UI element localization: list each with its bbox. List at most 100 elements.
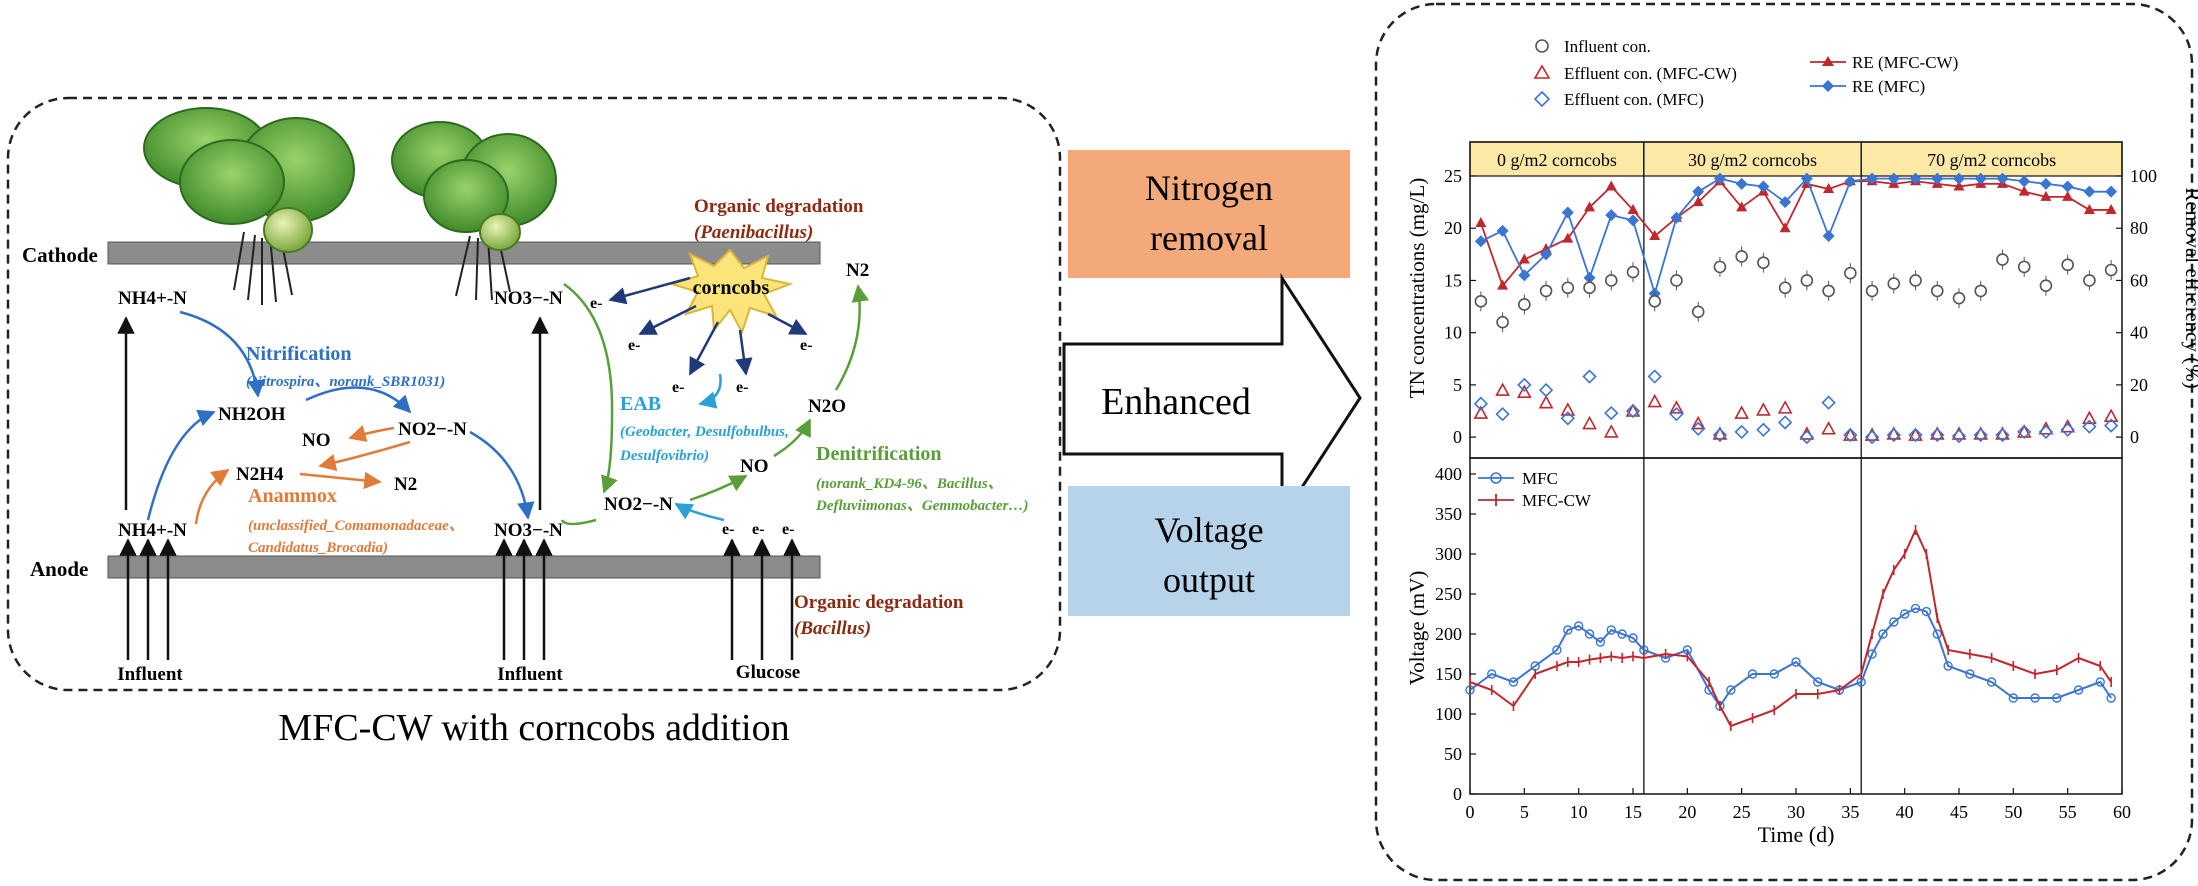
denitrification-bacteria-2: Defluviimonas、Gemmobacter…) — [815, 498, 1028, 514]
series-point — [1822, 230, 1835, 243]
effluent-mfc-point — [1582, 369, 1597, 384]
top-y-axis-label: TN concentrations (mg/L) — [1405, 178, 1429, 398]
effluent-mfccw-point — [1995, 426, 2010, 440]
voltage-point — [1813, 677, 1823, 687]
effluent-mfc-point — [1995, 427, 2010, 443]
influent-arrows — [117, 316, 801, 660]
influent-point — [1691, 305, 1705, 319]
voltage-line — [1469, 527, 2112, 728]
effluent-mfc-point — [1973, 427, 1988, 443]
influent-point — [1604, 274, 1618, 287]
legend-mfc-label: MFC — [1522, 469, 1558, 488]
anammox-bacteria-2: Candidatus_Brocadia) — [248, 540, 388, 556]
voltage-legend: MFC MFC-CW — [1478, 469, 1592, 510]
y-tick-label: 0 — [1453, 427, 1462, 447]
y2-tick-label: 40 — [2130, 323, 2148, 343]
voltage-point — [2073, 685, 2084, 695]
voltage-point — [1921, 606, 1932, 617]
legend-mfc-marker — [1490, 472, 1502, 484]
effluent-mfccw-point — [2016, 424, 2032, 438]
voltage-point — [1628, 633, 1638, 643]
legend-re-mfccw-label: RE (MFC-CW) — [1852, 53, 1958, 72]
y-tick-label: 15 — [1444, 270, 1462, 290]
influent-point — [1626, 265, 1640, 279]
voltage-point — [1508, 677, 1519, 687]
y2-tick-label: 0 — [2130, 427, 2139, 447]
effluent-mfccw-point — [2038, 421, 2054, 435]
eab-bacteria-2: Desulfovibrio) — [619, 448, 709, 464]
voltage-point — [1791, 657, 1801, 667]
influent-point — [1474, 295, 1488, 308]
effluent-mfc-point — [1908, 427, 1923, 443]
corncobs-label: corncobs — [693, 277, 770, 299]
series-point — [2105, 203, 2117, 214]
enhanced-label: Enhanced — [1101, 381, 1251, 423]
effluent-mfccw-point — [1821, 421, 1836, 435]
effluent-mfccw-point — [1842, 427, 1858, 441]
influent-left-label: Influent — [117, 664, 183, 685]
effluent-mfc-point — [1691, 421, 1706, 436]
anode-electrode — [107, 555, 821, 579]
organic-degradation-bottom-label: Organic degradation — [794, 592, 964, 613]
electron-7: e- — [752, 521, 764, 538]
no-right-label: NO — [740, 456, 769, 477]
x-tick-label: 40 — [1896, 802, 1914, 822]
influent-point — [1670, 274, 1683, 287]
y-tick-label: 400 — [1435, 464, 1462, 484]
pathway-arrows — [146, 282, 869, 526]
voltage-point — [1899, 609, 1910, 619]
series-point — [1953, 172, 1965, 185]
effluent-mfccw-point — [1973, 426, 1989, 440]
voltage-point — [1965, 669, 1975, 679]
anode-label: Anode — [30, 557, 88, 581]
series-point — [1562, 232, 1574, 243]
effluent-mfc-point — [1517, 377, 1532, 393]
nitrification-label: Nitrification — [246, 343, 352, 365]
effluent-mfc-point — [1538, 382, 1554, 398]
effluent-mfccw-point — [1929, 426, 1945, 440]
enhanced-arrow-icon — [1062, 272, 1362, 524]
y-tick-label: 0 — [1453, 784, 1462, 804]
eab-label: EAB — [620, 393, 661, 415]
nh4-top-label: NH4+-N — [118, 288, 187, 309]
voltage-point — [2030, 693, 2040, 703]
series-point — [2018, 175, 2031, 188]
glucose-label: Glucose — [736, 662, 800, 683]
series-point — [1692, 196, 1704, 207]
influent-point — [1778, 281, 1792, 295]
series-point — [1692, 185, 1705, 198]
effluent-mfccw-point — [2082, 410, 2097, 425]
voltage-point — [1910, 603, 1921, 614]
x-tick-label: 45 — [1950, 802, 1968, 822]
left-schematic-panel: Cathode Anode NH4+-N NH4+-N NO3−-N NO3−-… — [6, 96, 1062, 749]
no3-top-label: NO3−-N — [494, 288, 563, 309]
series-point — [1735, 177, 1748, 190]
denitrification-label: Denitrification — [816, 443, 942, 465]
x-tick-label: 10 — [1570, 802, 1588, 822]
effluent-mfccw-point — [2060, 418, 2076, 433]
voltage-point — [2052, 693, 2062, 703]
influent-point — [2017, 260, 2031, 274]
legend-eff-mfccw-marker — [1533, 64, 1551, 79]
series-point — [1497, 279, 1509, 290]
phase-header-box — [1469, 141, 1645, 177]
effluent-mfc-point — [1951, 428, 1967, 444]
series-point — [2061, 180, 2074, 193]
series-point — [1844, 175, 1857, 188]
influent-point — [1561, 281, 1575, 295]
influent-point — [1800, 274, 1814, 287]
series-point — [1474, 235, 1487, 248]
effluent-mfccw-point — [1516, 384, 1532, 399]
influent-point — [2104, 263, 2118, 277]
voltage-point — [1487, 669, 1497, 679]
series-point — [1627, 214, 1639, 227]
x-tick-label: 35 — [1841, 802, 1859, 822]
effluent-mfccw-point — [1777, 400, 1793, 414]
nh2oh-label: NH2OH — [218, 404, 286, 425]
effluent-mfc-point — [1473, 396, 1488, 411]
effluent-mfc-point — [2082, 419, 2097, 434]
series-point — [1823, 183, 1835, 194]
y-tick-label: 5 — [1453, 375, 1462, 395]
